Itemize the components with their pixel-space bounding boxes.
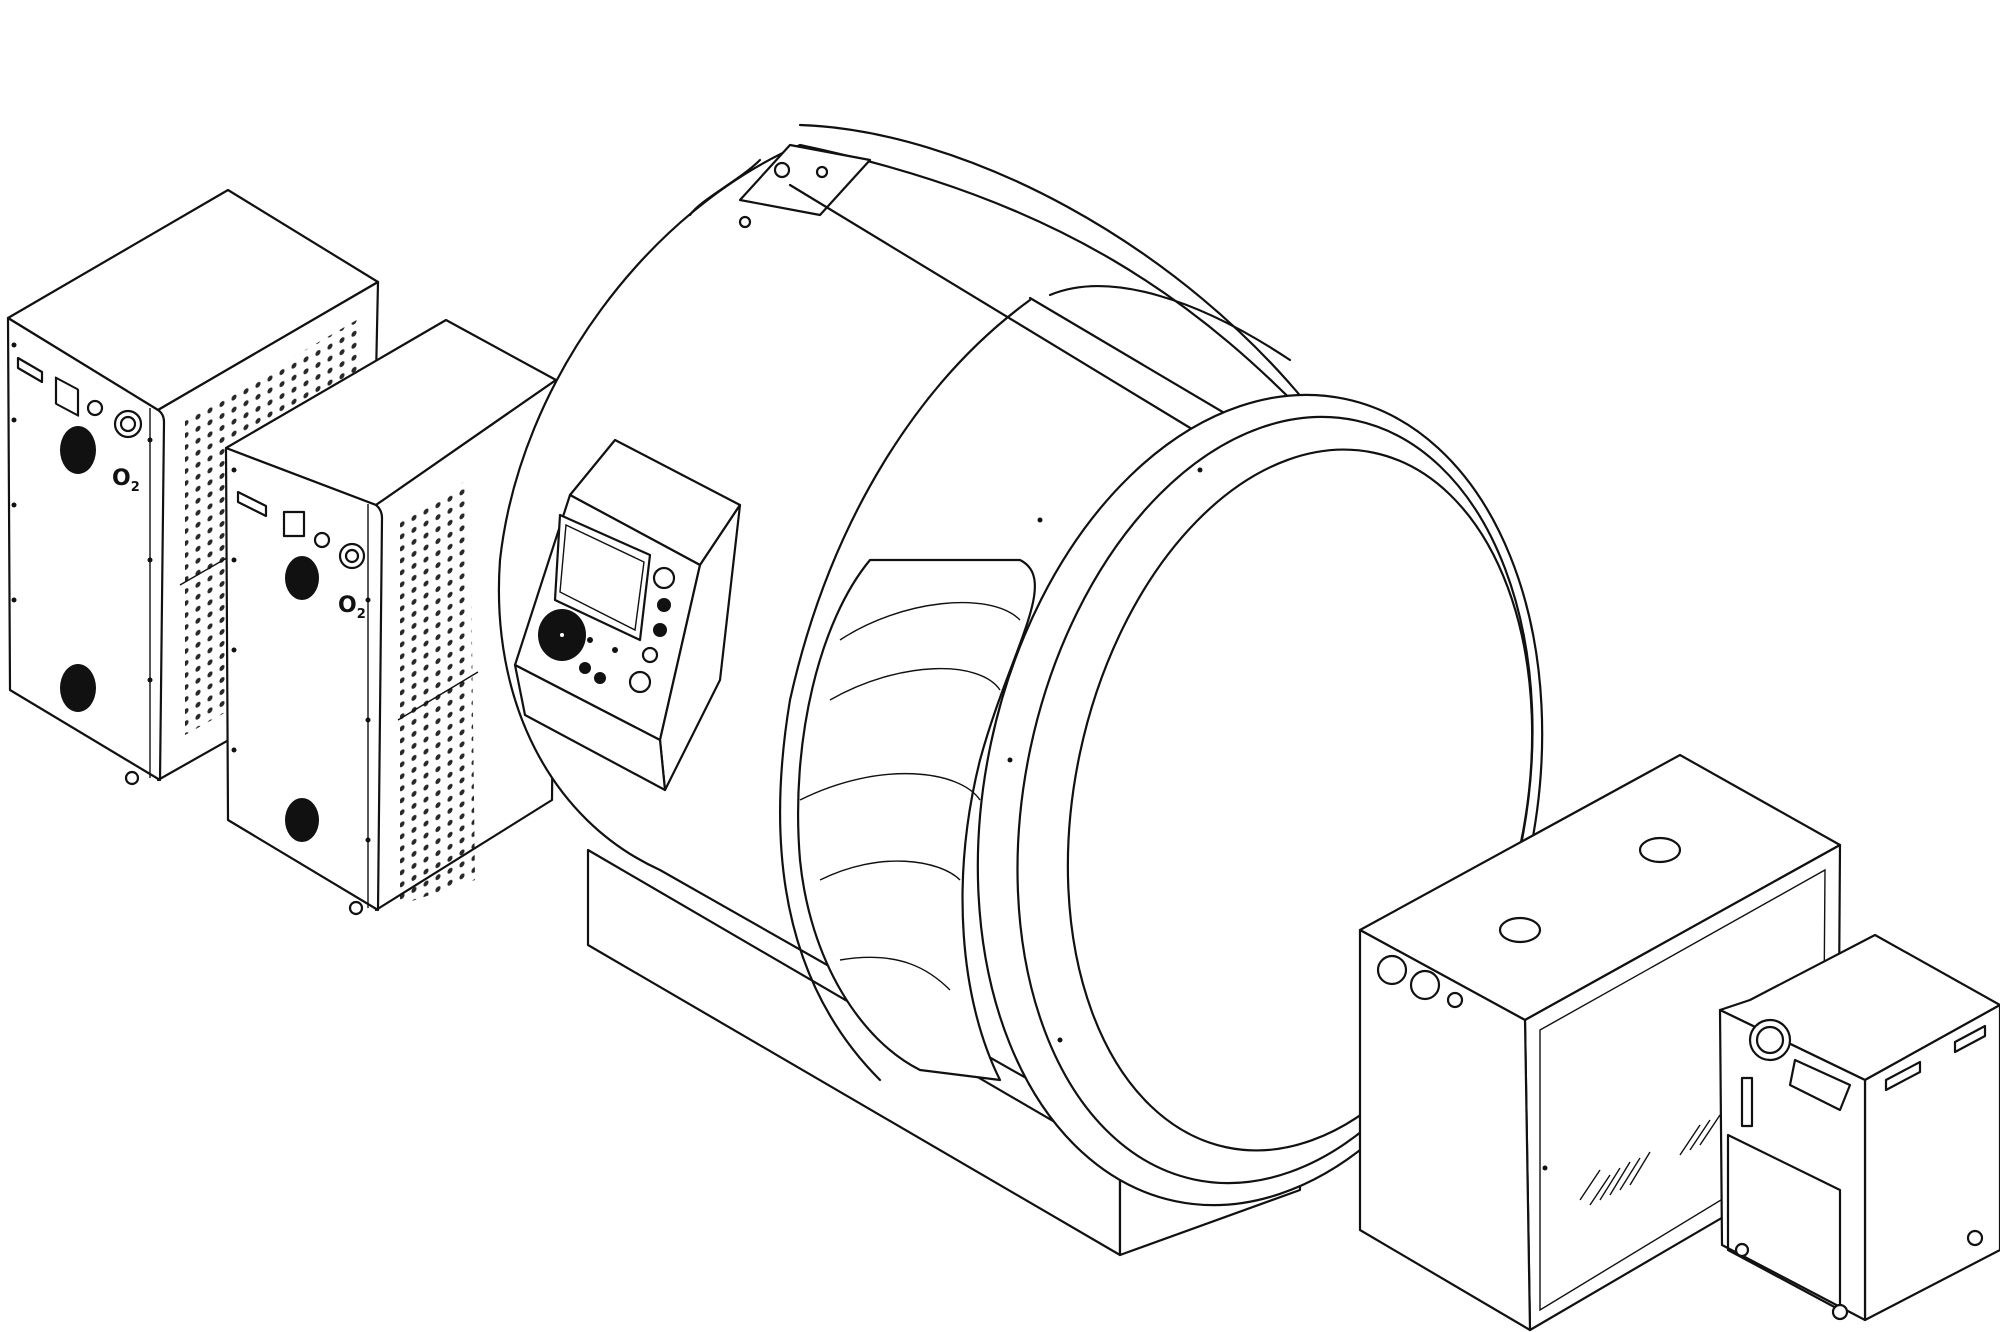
compressor-unit (1358, 753, 1842, 1332)
o2-label-1: O2 (112, 466, 140, 495)
control-panel (513, 438, 742, 792)
chiller-unit (1718, 933, 2000, 1322)
o2-label-2: O2 (338, 593, 366, 622)
